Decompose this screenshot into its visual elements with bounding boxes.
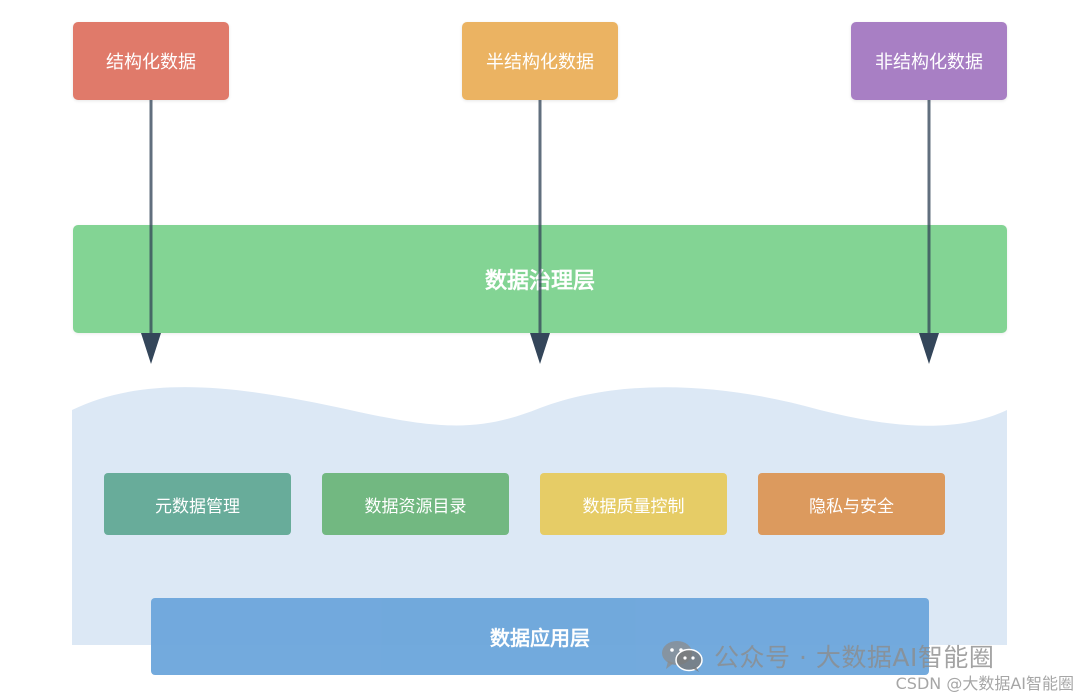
module-metadata-management: 元数据管理 (104, 473, 291, 535)
module-data-resource-catalog: 数据资源目录 (322, 473, 509, 535)
module-data-quality-control: 数据质量控制 (540, 473, 727, 535)
arrow-unstructured (919, 100, 939, 364)
source-unstructured-data: 非结构化数据 (851, 22, 1007, 100)
arrow-structured (141, 100, 161, 364)
watermark-csdn: CSDN @大数据AI智能圈 (895, 674, 1074, 693)
source-semi-structured-data: 半结构化数据 (462, 22, 618, 100)
watermark-main-text: 公众号 · 大数据AI智能圈 (714, 643, 995, 672)
wechat-icon (662, 641, 703, 672)
arrow-semi-structured (530, 100, 550, 364)
module-privacy-security: 隐私与安全 (758, 473, 945, 535)
watermark-wechat: 公众号 · 大数据AI智能圈 (660, 636, 994, 676)
source-structured-data: 结构化数据 (73, 22, 229, 100)
application-layer: 数据应用层 (151, 598, 929, 675)
